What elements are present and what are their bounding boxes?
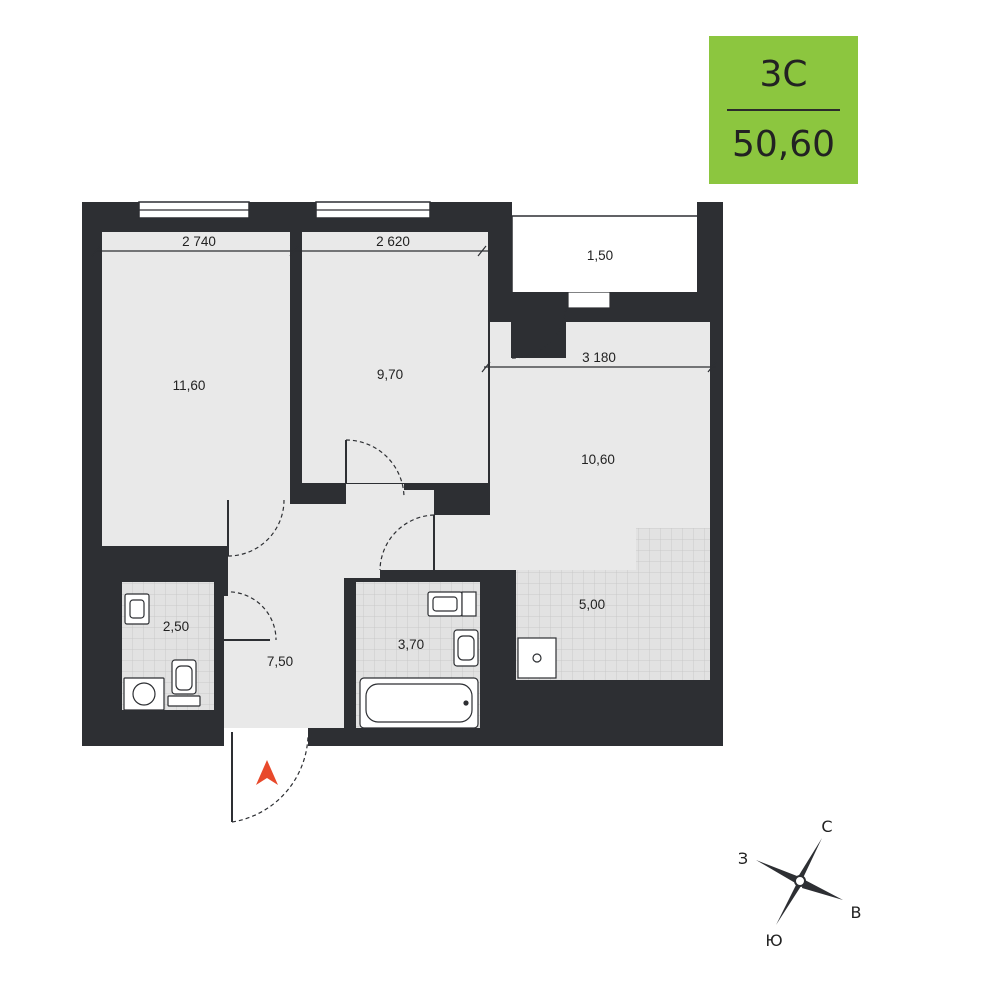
bedroom-middle-floor [302, 232, 488, 483]
compass-north: С [821, 817, 832, 836]
wc-area: 2,50 [163, 619, 189, 634]
compass-icon: С Ю З В [738, 817, 862, 950]
windows [138, 201, 611, 309]
entrance [224, 728, 309, 823]
kitchen-tiles-upper [636, 528, 710, 570]
bedroom-left-width-label: 2 740 [182, 234, 216, 249]
bedroom-middle-width-label: 2 620 [376, 234, 410, 249]
doors [223, 305, 567, 641]
bedroom-middle-area: 9,70 [377, 367, 403, 382]
entrance-arrow-icon [256, 760, 278, 785]
bedroom-left-floor [102, 232, 290, 546]
apartment-total-area: 50,60 [731, 124, 836, 165]
room-labels: 11,60 9,70 1,50 10,60 5,00 7,50 2,50 3,7… [163, 248, 615, 669]
compass-south: Ю [765, 931, 782, 950]
apartment-badge: 3С 50,60 [709, 36, 858, 184]
room-floors [102, 215, 710, 728]
toilet-icon [167, 659, 201, 707]
hall-floor [224, 484, 434, 728]
washing-machine-icon [123, 677, 165, 711]
living-room-area: 10,60 [581, 452, 615, 467]
stove-icon [517, 637, 557, 679]
hall-area: 7,50 [267, 654, 293, 669]
living-room-width-label: 3 180 [582, 350, 616, 365]
compass-west: З [738, 849, 748, 868]
compass-east: В [851, 903, 862, 922]
balcony-floor [512, 216, 697, 292]
badge-divider [727, 109, 840, 111]
bedroom-left-area: 11,60 [173, 378, 206, 393]
bathroom-sink-icon [427, 591, 477, 617]
fixtures [123, 591, 557, 729]
bathtub-icon [359, 677, 479, 729]
bathroom-area: 3,70 [398, 637, 424, 652]
bathroom-toilet-icon [453, 629, 479, 667]
apartment-type: 3С [759, 54, 808, 95]
dimension-lines [91, 245, 717, 373]
wc-sink-icon [124, 593, 150, 625]
balcony-area: 1,50 [587, 248, 613, 263]
kitchen-area: 5,00 [579, 597, 605, 612]
